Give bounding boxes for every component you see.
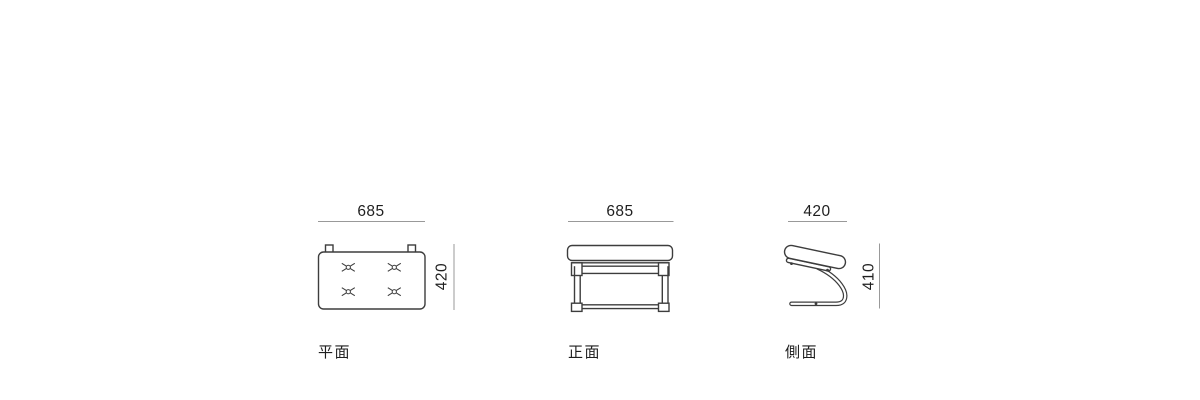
side-view-label: 側面 [785, 344, 819, 361]
plan-width-dimension-text: 685 [357, 203, 385, 220]
front-right-sleeve [657, 262, 670, 277]
side-view-drawing [783, 244, 848, 307]
side-frame-tube-core [790, 266, 847, 305]
side-floor-screw-dot [814, 302, 818, 306]
plan-view-drawing [317, 244, 426, 310]
side-rail-screw-dot [790, 262, 793, 265]
side-frame-tube-outline [789, 265, 848, 307]
front-left-foot [570, 302, 583, 313]
plan-depth-dimension-text: 420 [433, 262, 451, 291]
side-rail-screw-dot [826, 268, 829, 272]
plan-seat-outline [317, 251, 426, 310]
side-seat-outline [783, 244, 847, 270]
front-view-label: 正面 [568, 344, 602, 361]
side-depth-dimension-text: 420 [803, 203, 831, 220]
front-right-foot [657, 302, 670, 313]
front-width-dimension-text: 685 [606, 203, 634, 220]
front-left-sleeve [570, 262, 583, 277]
front-view-drawing [566, 244, 674, 313]
front-seat-outline [566, 244, 674, 262]
side-height-dimension-text: 410 [860, 262, 878, 291]
plan-view-label: 平面 [318, 344, 352, 361]
